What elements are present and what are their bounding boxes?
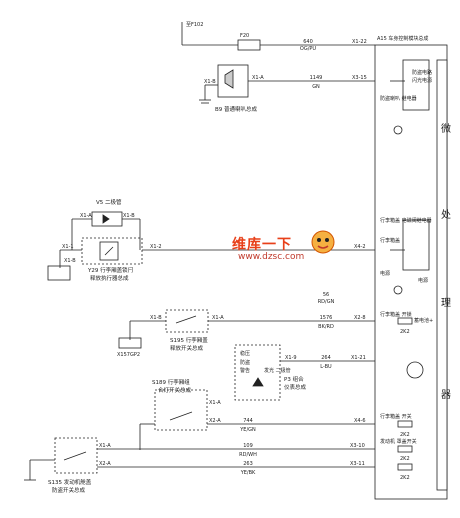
- uproc-label-4: 器: [441, 389, 451, 401]
- wire-264-num: 264: [321, 355, 331, 361]
- s189-name-2: 合灯开关总成: [158, 386, 192, 394]
- actuator-box: [81, 237, 143, 265]
- pin-x1-22: X1-22: [352, 39, 367, 45]
- cluster-name-1: P3 组合: [284, 375, 304, 383]
- cluster-pin: X1-9: [285, 355, 297, 361]
- watermark-brand: 维库一下: [232, 237, 292, 253]
- actuator-pin-1: X1-1: [62, 244, 74, 250]
- fuse-label: F20: [240, 33, 249, 39]
- watermark: 维库一下 www.dzsc.com: [232, 226, 342, 274]
- module-horn-drv: 防盗喇叭 继电器: [380, 95, 417, 102]
- diode-pin-a: X1-A: [80, 213, 92, 219]
- uproc-label-1: 微: [441, 122, 451, 135]
- pin-x2-8: X2-8: [354, 315, 366, 321]
- wire-1149-num: 1149: [310, 75, 323, 81]
- s135-pin-1: X1-A: [99, 443, 111, 449]
- horn-relay-box: [402, 59, 430, 111]
- switch-s189-box: [154, 389, 208, 431]
- horn-pin-b: X1-B: [204, 79, 216, 85]
- horn-pin-a: X1-A: [252, 75, 264, 81]
- pin-x3-10: X3-10: [350, 443, 365, 449]
- diode-pin-b: X1-B: [123, 213, 135, 219]
- ground-actuator: [47, 265, 71, 281]
- wire-744-num: 744: [243, 418, 253, 424]
- s135-name-1: S135 发动机舱盖: [48, 478, 92, 486]
- s195-name-1: S195 行李厢盖: [170, 336, 208, 344]
- microprocessor-strip: [436, 59, 448, 491]
- wire-640-num: 640: [303, 39, 313, 45]
- horn-symbol: [224, 69, 234, 89]
- module-trunk-open: 行李箱盖: [380, 237, 400, 244]
- horn-name: B9 普通喇叭总成: [215, 105, 258, 113]
- module-battery: 蓄电池+: [414, 317, 433, 324]
- module-res-1: 2K2: [400, 329, 410, 335]
- wire-263-num: 263: [243, 461, 253, 467]
- pin-x3-11: X3-11: [350, 461, 365, 467]
- wire-1576-num: 1576: [320, 315, 333, 321]
- mascot-icon: [311, 230, 335, 254]
- module-flash: 闪光电源: [412, 77, 432, 84]
- wire-56-color: RD/GN: [318, 299, 335, 305]
- cluster-transistor: [406, 361, 424, 379]
- pin-x1-21: X1-21: [351, 355, 366, 361]
- module-title: A15 车身控制模块总成: [377, 35, 428, 42]
- switch-s195-box: [165, 309, 209, 333]
- cluster-lbl-3: 警告: [240, 367, 250, 374]
- wire-1149-color: GN: [312, 84, 320, 90]
- module-trunk-drv: 行李箱盖 电磁阀继电器: [380, 217, 432, 224]
- s189-name-1: S189 行李厢组: [152, 378, 190, 386]
- cluster-lbl-2: 防盗: [240, 359, 250, 366]
- s135-name-2: 防盗开关总成: [52, 486, 86, 494]
- uproc-label-2: 处: [441, 209, 451, 221]
- pin-x4-2: X4-2: [354, 244, 366, 250]
- module-hood-sw: 发动机 罩盖开关: [380, 438, 417, 445]
- actuator-name-1: Y29 行李厢盖锁闩: [87, 266, 133, 274]
- s195-pin-a: X1-A: [212, 315, 224, 321]
- module-res-4: 2K2: [400, 475, 410, 481]
- actuator-name-2: 释放执行器总成: [90, 274, 129, 282]
- pin-x3-15: X3-15: [352, 75, 367, 81]
- top-label: 至F102: [186, 22, 203, 28]
- diode-name: V5 二极管: [96, 198, 122, 206]
- s189-pin-2: X2-A: [209, 418, 221, 424]
- fuse-f20-symbol: [237, 39, 261, 51]
- s135-pin-2: X2-A: [99, 461, 111, 467]
- wire-640-color: OG/PU: [300, 46, 317, 52]
- horn-transistor: [393, 125, 403, 135]
- wire-56-num: 56: [323, 292, 329, 298]
- s189-pin-1: X1-A: [209, 400, 221, 406]
- wire-264-color: L-BU: [320, 364, 332, 370]
- s195-ground: X157GP2: [117, 352, 140, 358]
- s195-name-2: 释放开关总成: [170, 344, 204, 352]
- watermark-url: www.dzsc.com: [238, 252, 305, 262]
- s195-pin-b: X1-B: [150, 315, 162, 321]
- module-power-in: 电源: [418, 277, 428, 284]
- wire-109-num: 109: [243, 443, 253, 449]
- pin-x4-6: X4-6: [354, 418, 366, 424]
- cluster-lbl-1: 稳压: [240, 350, 250, 357]
- module-power: 电源: [380, 270, 390, 277]
- module-trunk-sig: 行李箱盖 开锁: [380, 311, 412, 318]
- ground-s195: [118, 337, 142, 349]
- uproc-label-3: 理: [441, 297, 451, 309]
- wire-109-color: RD/WH: [239, 452, 257, 458]
- cluster-name-2: 仪表总成: [284, 383, 307, 391]
- actuator-pin-2: X1-2: [150, 244, 162, 250]
- wire-263-color: YE/BK: [240, 470, 256, 476]
- wire-744-color: YE/GN: [239, 427, 256, 433]
- module-lid-sw: 行李箱盖 开关: [380, 413, 412, 420]
- module-anti-theft: 防盗电路: [412, 69, 432, 76]
- switch-s135-box: [54, 437, 98, 474]
- module-res-3: 2K2: [400, 456, 410, 462]
- wire-1576-color: BK/RD: [318, 324, 334, 330]
- module-res-2: 2K2: [400, 432, 410, 438]
- cluster-lbl-4: 发光 二极管: [264, 367, 291, 374]
- actuator-pin-b: X1-B: [64, 258, 76, 264]
- cluster-box: [234, 344, 281, 401]
- trunk-relay-box: [402, 219, 430, 271]
